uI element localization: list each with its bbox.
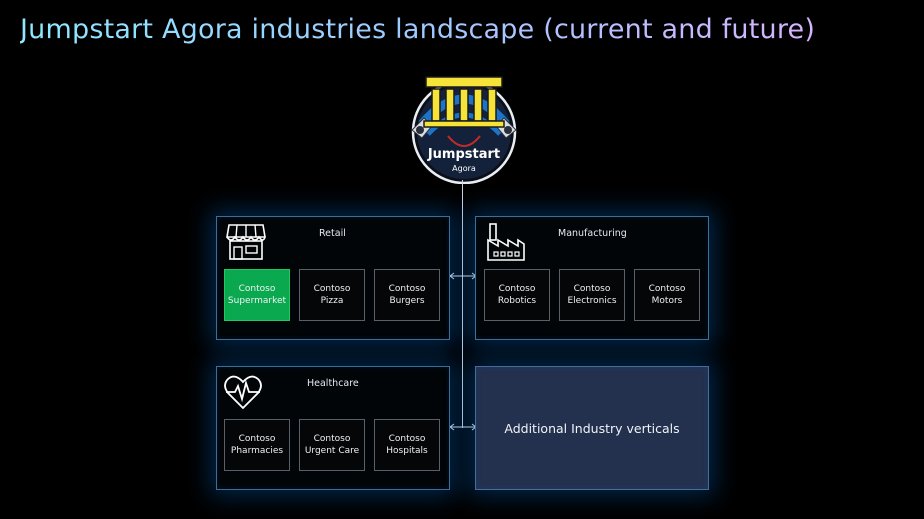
heartbeat-icon (224, 375, 262, 410)
factory-icon (487, 223, 525, 261)
industry-box-contoso-robotics[interactable]: Contoso Robotics (484, 269, 550, 321)
jumpstart-agora-logo: Jumpstart Agora (411, 76, 517, 184)
panel-title: Healthcare (307, 378, 359, 389)
building-icon (423, 76, 505, 128)
panel-title: Manufacturing (558, 228, 627, 239)
industry-box-contoso-urgent-care[interactable]: Contoso Urgent Care (299, 419, 365, 471)
double-arrow-icon (449, 272, 477, 280)
logo-line1: Jumpstart (427, 147, 500, 162)
industry-box-contoso-supermarket[interactable]: Contoso Supermarket (224, 269, 290, 321)
panel-title: Retail (319, 228, 346, 239)
industry-box-contoso-pizza[interactable]: Contoso Pizza (299, 269, 365, 321)
storefront-icon (226, 224, 266, 260)
panel-manufacturing: Manufacturing Contoso Robotics Contoso E… (475, 216, 709, 340)
slide-title: Jumpstart Agora industries landscape (cu… (20, 14, 816, 45)
industry-box-contoso-motors[interactable]: Contoso Motors (634, 269, 700, 321)
double-arrow-icon (449, 423, 477, 431)
panel-additional-verticals: Additional Industry verticals (475, 366, 709, 490)
panel-retail: Retail Contoso Supermarket Contoso Pizza… (216, 216, 450, 340)
industry-box-contoso-pharmacies[interactable]: Contoso Pharmacies (224, 419, 290, 471)
connector-line (462, 180, 463, 428)
additional-verticals-label: Additional Industry verticals (504, 420, 680, 436)
industry-box-contoso-electronics[interactable]: Contoso Electronics (559, 269, 625, 321)
industry-box-contoso-burgers[interactable]: Contoso Burgers (374, 269, 440, 321)
panel-healthcare: Healthcare Contoso Pharmacies Contoso Ur… (216, 366, 450, 490)
logo-line2: Agora (452, 164, 476, 173)
industry-box-contoso-hospitals[interactable]: Contoso Hospitals (374, 419, 440, 471)
